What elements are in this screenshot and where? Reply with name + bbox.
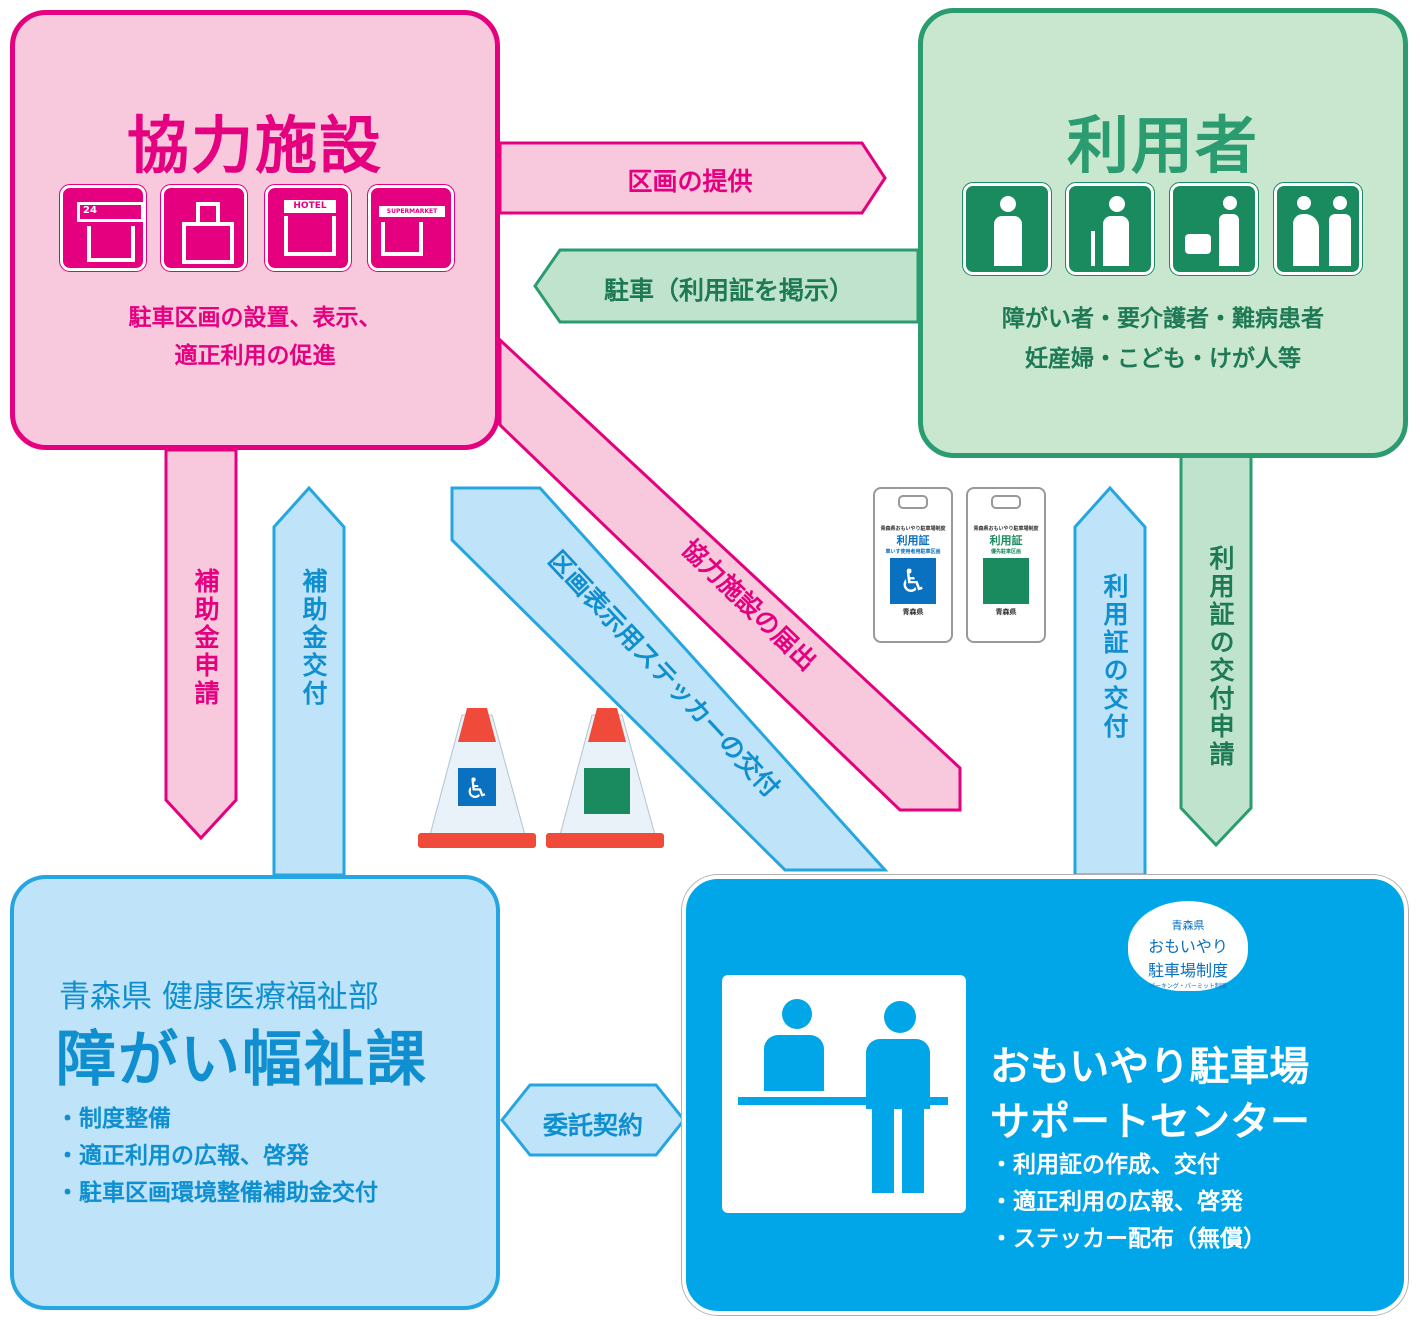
dept-bullets: ・制度整備 ・適正利用の広報、啓発 ・駐車区画環境整備補助金交付 bbox=[56, 1101, 378, 1212]
user-box: 利用者 障がい者・要介護者・難病患者 妊産婦・こども・けが人等 bbox=[918, 8, 1408, 458]
dept-bullet: ・制度整備 bbox=[56, 1106, 171, 1132]
center-logo: 青森県 おもいやり 駐車場制度 パーキング・パーミット制度 bbox=[1128, 901, 1248, 991]
dept-bullet: ・適正利用の広報、啓発 bbox=[56, 1143, 309, 1169]
hotel-icon: HOTEL bbox=[264, 184, 352, 272]
center-title-line2: サポートセンター bbox=[990, 1099, 1310, 1145]
arrow-provide bbox=[498, 141, 887, 215]
arrow-subsidy-apply-label: 補助金申請 bbox=[191, 568, 220, 708]
patient-icon bbox=[962, 182, 1052, 276]
center-box: 青森県 おもいやり 駐車場制度 パーキング・パーミット制度 おもいやり駐車場 サ… bbox=[682, 875, 1408, 1315]
facility-desc-line2: 適正利用の促進 bbox=[174, 343, 336, 369]
center-title-line1: おもいやり駐車場 bbox=[990, 1044, 1310, 1090]
stroller-icon bbox=[1169, 182, 1259, 276]
arrow-permit-apply-label: 利用証の交付申請 bbox=[1206, 545, 1235, 769]
hospital-icon bbox=[160, 184, 248, 272]
dept-title: 障がい幅祉課 bbox=[56, 1025, 428, 1095]
arrow-parking-label: 駐車（利用証を掲示） bbox=[603, 276, 854, 305]
svg-text:♿: ♿ bbox=[464, 772, 489, 805]
center-bullet: ・利用証の作成、交付 bbox=[990, 1152, 1220, 1178]
facility-box: 協力施設 24 HOTEL SUPERMARKET 駐車区画の設置、表示、 適正… bbox=[10, 10, 500, 450]
permit-card-wheelchair: 青森県おもいやり駐車場制度 利用証 車いす使用者用駐車区画 ♿ 青森県 bbox=[873, 487, 953, 643]
arrow-contract-label: 委託契約 bbox=[542, 1111, 643, 1140]
user-title: 利用者 bbox=[1066, 109, 1259, 182]
center-bullet: ・適正利用の広報、啓発 bbox=[990, 1189, 1243, 1215]
arrow-sticker bbox=[450, 486, 889, 872]
arrow-subsidy-grant-label: 補助金交付 bbox=[299, 568, 328, 708]
arrow-provide-label: 区画の提供 bbox=[627, 167, 753, 196]
arrow-notify bbox=[498, 336, 962, 812]
cone-priority bbox=[546, 708, 664, 848]
arrow-permit-issue-label: 利用証の交付 bbox=[1100, 573, 1129, 741]
reception-pictogram bbox=[722, 975, 966, 1213]
wheelchair-icon: ♿ bbox=[890, 558, 936, 604]
pregnant-icon bbox=[1273, 182, 1363, 276]
arrow-subsidy-apply bbox=[164, 448, 238, 841]
cone-wheelchair: ♿ bbox=[418, 708, 536, 848]
facility-desc-line1: 駐車区画の設置、表示、 bbox=[128, 305, 382, 331]
dept-box: 青森県 健康医療福祉部 障がい幅祉課 ・制度整備 ・適正利用の広報、啓発 ・駐車… bbox=[10, 875, 500, 1310]
permit-card-priority: 青森県おもいやり駐車場制度 利用証 優先駐車区画 青森県 bbox=[966, 487, 1046, 643]
user-desc-line1: 障がい者・要介護者・難病患者 bbox=[1002, 306, 1324, 332]
user-desc-line2: 妊産婦・こども・けが人等 bbox=[1025, 346, 1301, 372]
elderly-icon bbox=[1065, 182, 1155, 276]
dept-subtitle: 青森県 健康医療福祉部 bbox=[59, 979, 379, 1015]
center-bullets: ・利用証の作成、交付 ・適正利用の広報、啓発 ・ステッカー配布（無償） bbox=[990, 1147, 1266, 1258]
facility-title: 協力施設 bbox=[126, 109, 383, 182]
center-bullet: ・ステッカー配布（無償） bbox=[990, 1226, 1266, 1252]
dept-bullet: ・駐車区画環境整備補助金交付 bbox=[56, 1180, 378, 1206]
convenience-store-icon: 24 bbox=[59, 184, 147, 272]
priority-users-icon bbox=[983, 558, 1029, 604]
supermarket-icon: SUPERMARKET bbox=[367, 184, 455, 272]
